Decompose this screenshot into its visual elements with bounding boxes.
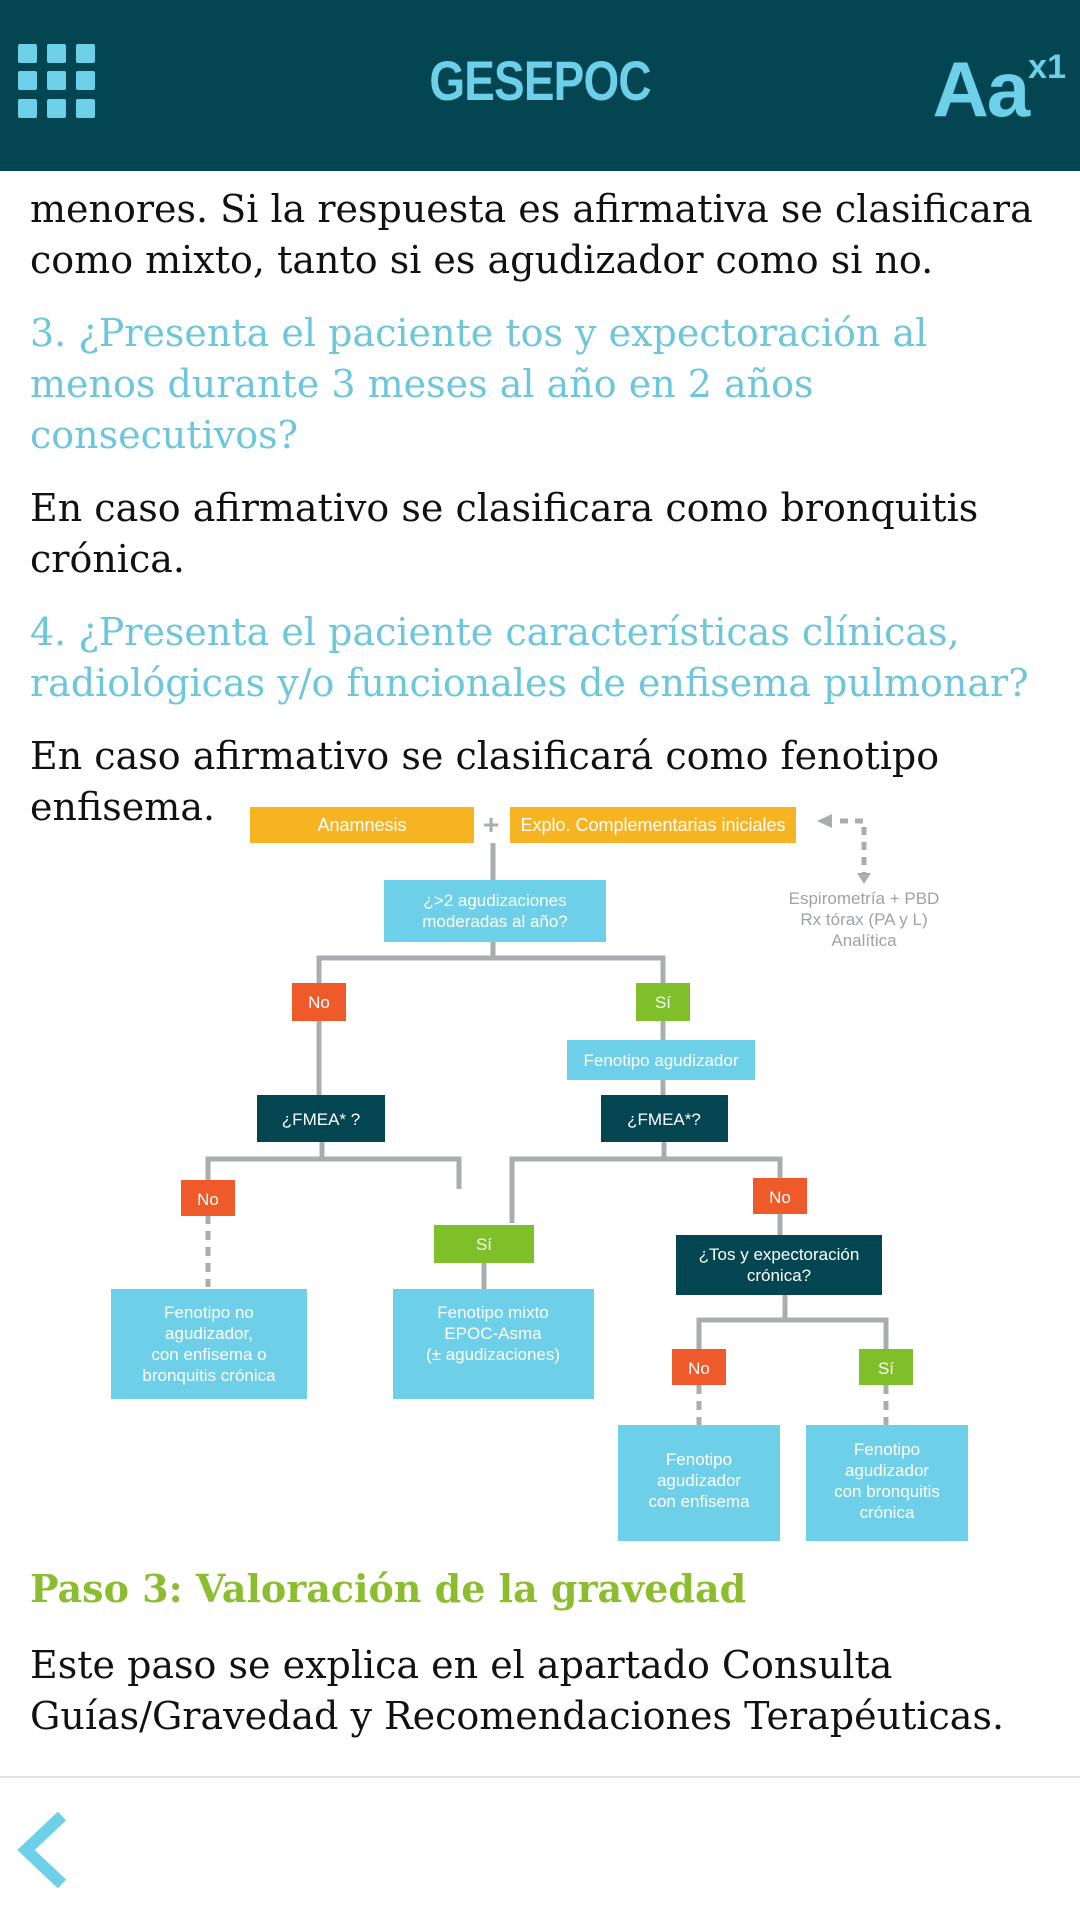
label-si-agudizaciones: Sí: [655, 993, 671, 1012]
question-3: 3. ¿Presenta el paciente tos y expectora…: [30, 311, 928, 457]
label-no-agudizador-line2: agudizador,: [165, 1324, 253, 1343]
box-fenotipo-enfisema: [618, 1425, 780, 1541]
label-fmea-right: ¿FMEA*?: [627, 1110, 701, 1129]
label-enfisema-line1: Fenotipo: [666, 1450, 732, 1469]
label-bronquitis-line1: Fenotipo: [854, 1440, 920, 1459]
box-no-tos: [672, 1349, 726, 1385]
paragraph-mixto: menores. Si la respuesta es afirmativa s…: [30, 187, 1033, 282]
label-si-fmea: Sí: [476, 1235, 492, 1254]
label-mixto-line2: EPOC-Asma: [444, 1324, 542, 1343]
bottom-nav-bar: [0, 1776, 1080, 1920]
label-agudizaciones-line1: ¿>2 agudizaciones: [423, 891, 566, 910]
font-size-label: Aa: [932, 45, 1030, 133]
box-agudizaciones-question: [384, 880, 606, 942]
label-no-agudizador-line1: Fenotipo no: [164, 1303, 254, 1322]
label-mixto-line1: Fenotipo mixto: [437, 1303, 549, 1322]
box-no-fmea-right: [753, 1178, 807, 1214]
box-fenotipo-agudizador: [567, 1040, 755, 1080]
label-bronquitis-line2: agudizador: [845, 1461, 929, 1480]
label-bronquitis-line4: crónica: [860, 1503, 915, 1522]
flowchart-svg: Anamnesis + Explo. Complementarias inici…: [111, 807, 968, 1541]
chevron-left-icon: [17, 1811, 67, 1889]
box-fenotipo-no-agudizador: [111, 1289, 307, 1399]
label-no-fmea-right: No: [769, 1188, 791, 1207]
box-explo-complementarias: [510, 807, 796, 843]
step3-text: Este paso se explica en el apartado Cons…: [30, 1643, 1005, 1738]
label-enfisema-line2: agudizador: [657, 1471, 741, 1490]
arrow-down-icon: [857, 873, 871, 884]
font-size-button[interactable]: Aax1: [932, 44, 1066, 134]
label-anamnesis: Anamnesis: [317, 815, 406, 835]
box-si-fmea: [434, 1225, 534, 1263]
label-tos-line1: ¿Tos y expectoración: [699, 1245, 860, 1264]
label-fmea-left: ¿FMEA* ?: [282, 1110, 360, 1129]
grid-menu-icon[interactable]: [18, 44, 95, 118]
article-content: menores. Si la respuesta es afirmativa s…: [30, 184, 1060, 855]
flowchart-connectors: [205, 843, 889, 1355]
label-test-analitica: Analítica: [831, 931, 897, 950]
label-plus: +: [483, 809, 499, 840]
label-agudizaciones-line2: moderadas al año?: [422, 912, 568, 931]
box-fmea-right: [601, 1095, 728, 1142]
box-anamnesis: [250, 807, 474, 843]
label-si-tos: Sí: [878, 1359, 894, 1378]
question-4: 4. ¿Presenta el paciente características…: [30, 610, 1029, 705]
label-no-agudizador-line3: con enfisema o: [151, 1345, 266, 1364]
label-test-rx-torax: Rx tórax (PA y L): [800, 910, 927, 929]
label-explo-complementarias: Explo. Complementarias iniciales: [520, 815, 785, 835]
label-fenotipo-agudizador: Fenotipo agudizador: [583, 1051, 738, 1070]
box-fenotipo-mixto: [393, 1289, 594, 1399]
arrow-left-icon: [817, 814, 832, 828]
label-bronquitis-line3: con bronquitis: [834, 1482, 940, 1501]
box-no-agudizaciones: [292, 983, 346, 1021]
label-no-agudizador-line4: bronquitis crónica: [142, 1366, 276, 1385]
box-fmea-left: [257, 1095, 385, 1142]
paragraph-enfisema: En caso afirmativo se clasificará como f…: [30, 734, 940, 829]
label-no-tos: No: [688, 1359, 710, 1378]
phenotype-flowchart: Anamnesis + Explo. Complementarias inici…: [0, 795, 1080, 1555]
box-si-tos: [859, 1349, 913, 1385]
step3-heading: Paso 3: Valoración de la gravedad: [30, 1566, 747, 1611]
label-no-agudizaciones: No: [308, 993, 330, 1012]
back-button[interactable]: [16, 1810, 76, 1890]
label-tos-line2: crónica?: [747, 1266, 811, 1285]
app-header: GESEPOC Aax1: [0, 0, 1080, 171]
box-fenotipo-bronquitis: [806, 1425, 968, 1541]
label-enfisema-line3: con enfisema: [648, 1492, 750, 1511]
flowchart-dotted-connectors: [205, 818, 889, 1425]
box-tos-question: [676, 1235, 882, 1295]
box-no-fmea-left: [181, 1180, 235, 1216]
app-title: GESEPOC: [429, 49, 651, 112]
label-test-espirometria: Espirometría + PBD: [789, 889, 940, 908]
label-no-fmea-left: No: [197, 1190, 219, 1209]
paragraph-bronquitis: En caso afirmativo se clasificara como b…: [30, 486, 979, 581]
font-size-multiplier: x1: [1028, 48, 1066, 86]
label-mixto-line3: (± agudizaciones): [426, 1345, 560, 1364]
box-si-agudizaciones: [636, 983, 690, 1021]
